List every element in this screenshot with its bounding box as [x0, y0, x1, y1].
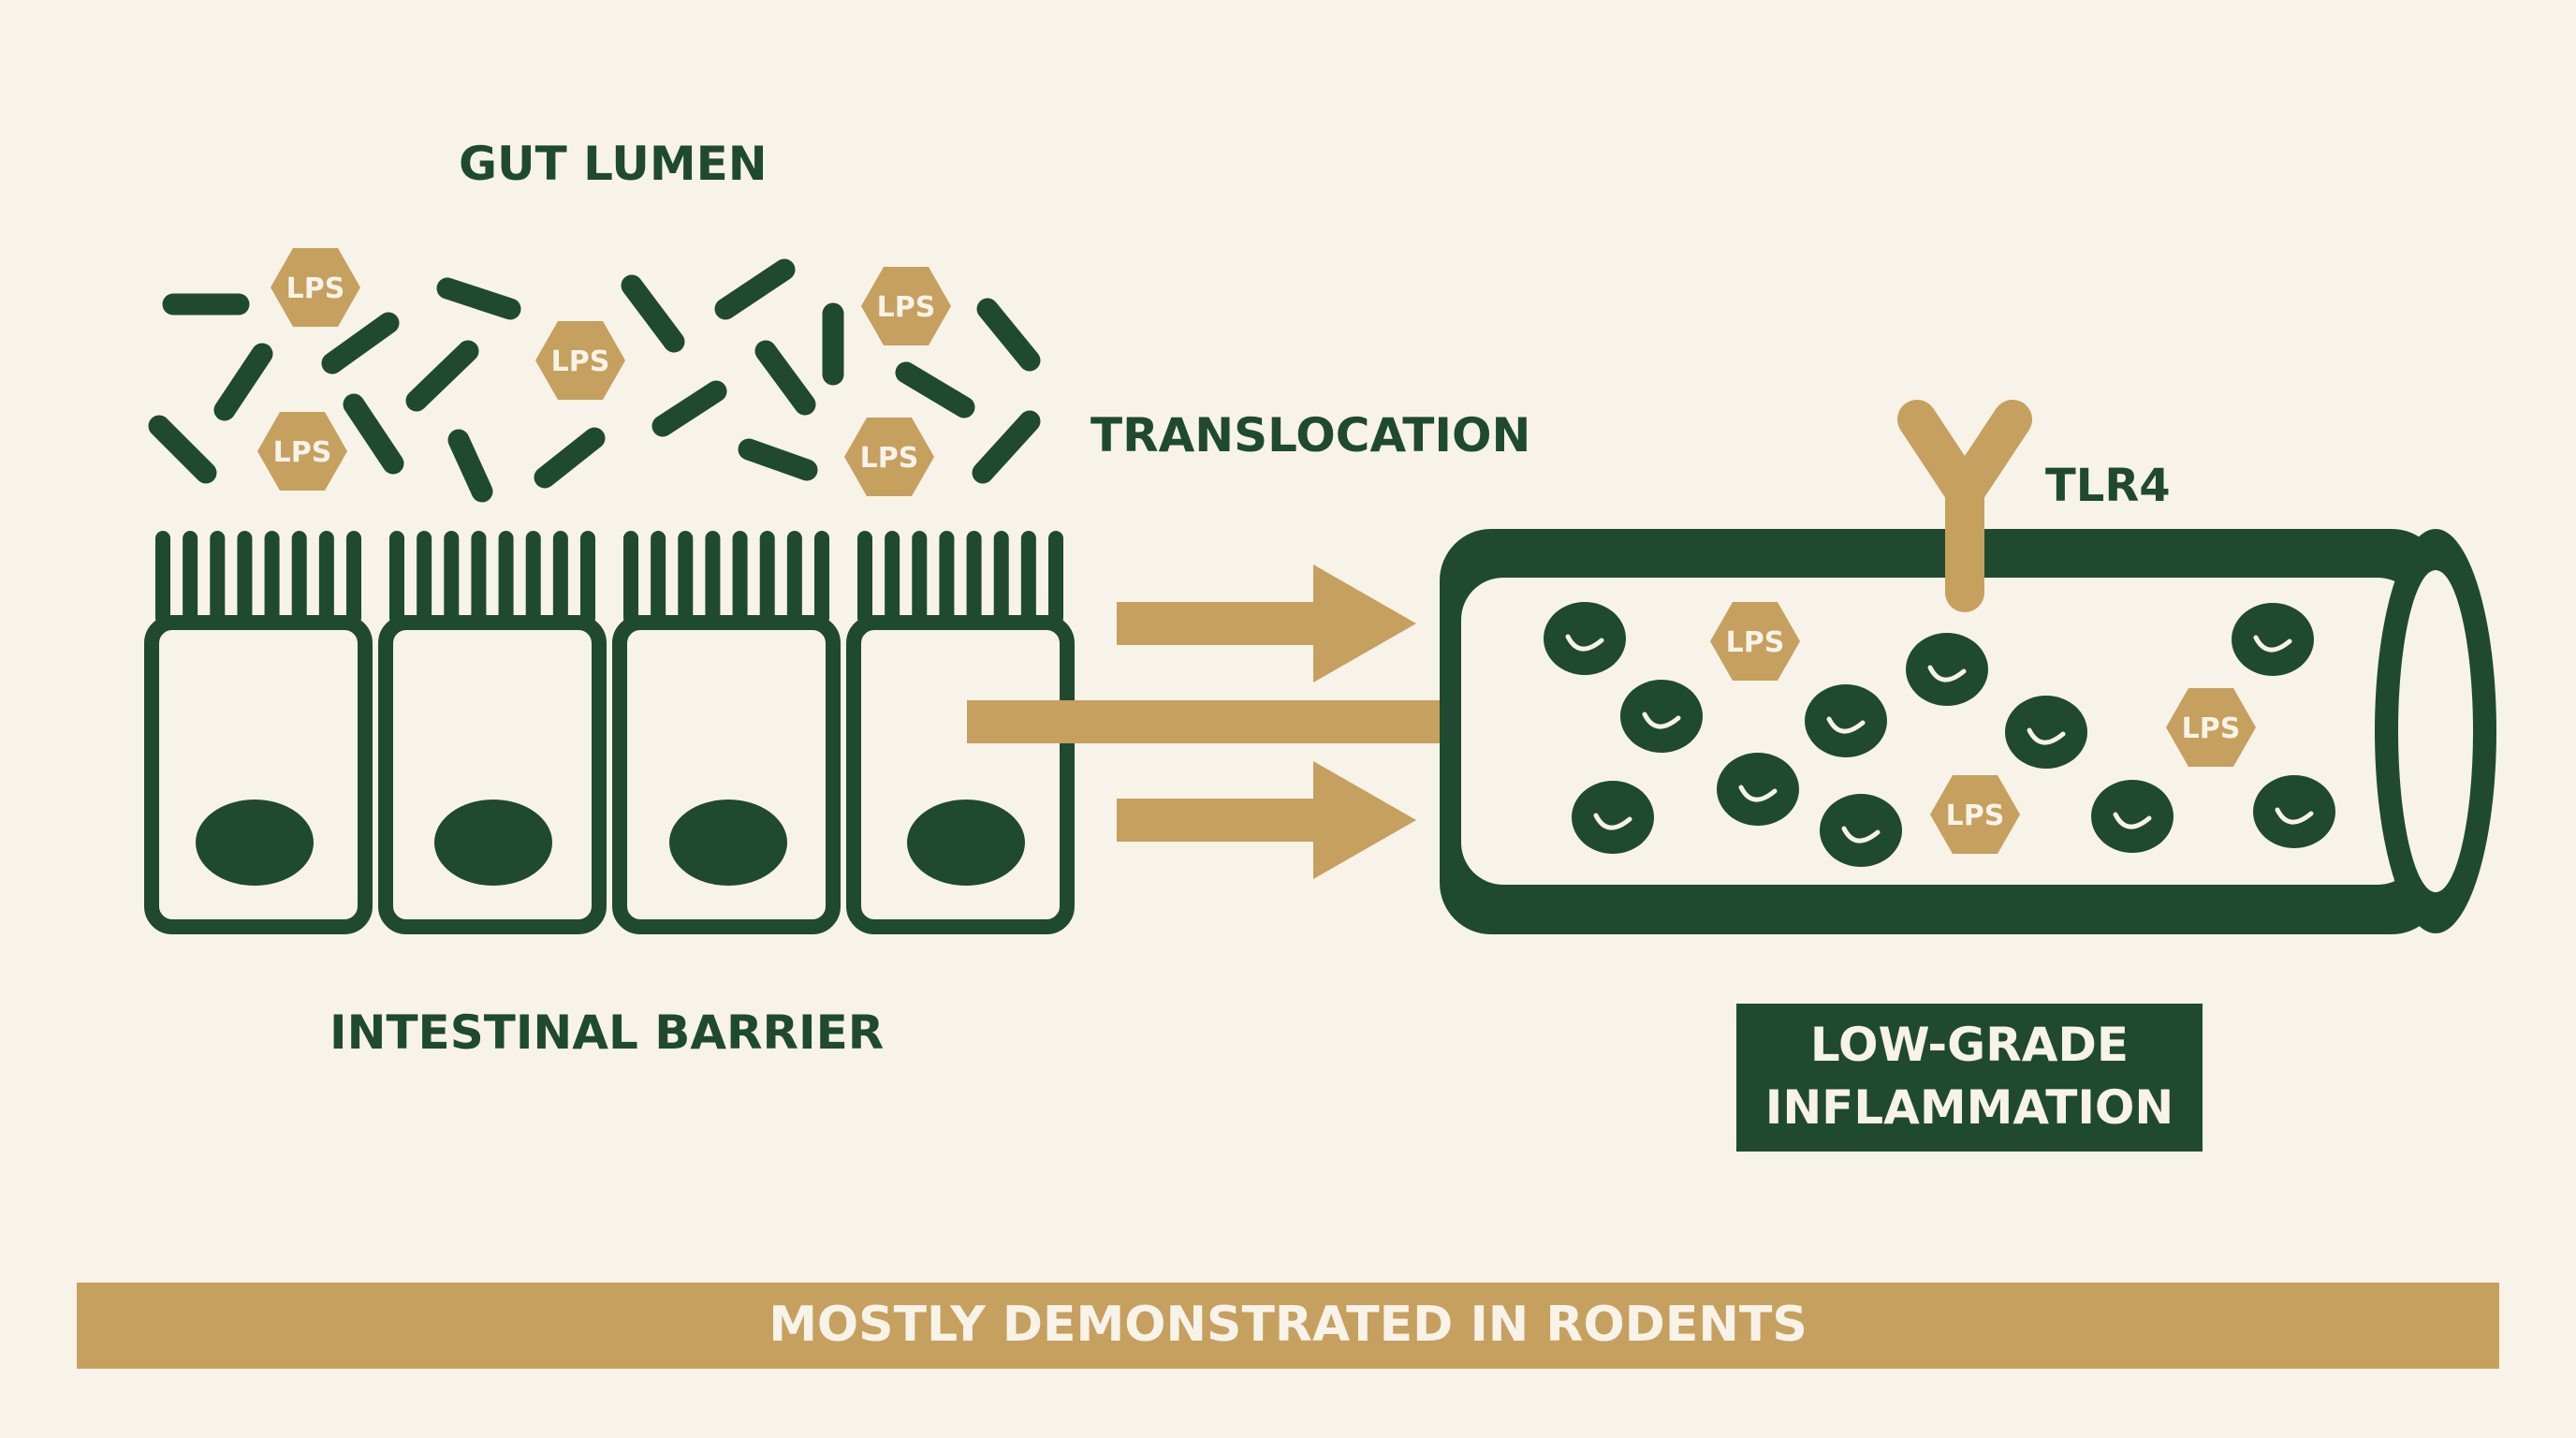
- immune-cell-icon: [2232, 603, 2314, 676]
- inflammation-label-line1: LOW-GRADE: [1810, 1018, 2129, 1072]
- lps-label: LPS: [286, 272, 345, 305]
- immune-cell-icon: [1805, 684, 1887, 757]
- lps-label: LPS: [2182, 712, 2241, 745]
- inflammation-box: LOW-GRADE INFLAMMATION: [1736, 1004, 2203, 1152]
- lps-label: LPS: [860, 442, 919, 475]
- epithelial-cell-icon: [144, 615, 373, 934]
- bacteria-icon: [972, 410, 1041, 484]
- bacteria-icon: [213, 343, 273, 421]
- bacteria-icon: [651, 380, 727, 437]
- immune-cell-icon: [1717, 753, 1799, 826]
- bacteria-icon: [321, 312, 400, 374]
- immune-cell-icon: [2091, 780, 2174, 853]
- bacteria-icon: [534, 427, 606, 489]
- lps-hexagon-icon: LPS: [1930, 775, 2020, 854]
- bacteria-icon: [436, 277, 521, 320]
- lps-hexagon-icon: LPS: [1710, 602, 1800, 681]
- epithelial-cells: [144, 615, 1075, 934]
- lps-group-vessel: LPS LPS LPS: [1710, 602, 2256, 854]
- immune-cell-icon: [2253, 775, 2335, 848]
- immune-cell-icon: [1820, 794, 1902, 867]
- lps-label: LPS: [1726, 626, 1785, 659]
- lps-label: LPS: [877, 291, 936, 324]
- bacteria-icon: [148, 415, 217, 484]
- bacteria-group: [148, 258, 1041, 503]
- immune-cell-icon: [2005, 696, 2087, 769]
- lps-label: LPS: [551, 345, 610, 378]
- microvilli: [155, 531, 1063, 625]
- immune-cell-icon: [1620, 680, 1703, 753]
- arrow-icon: [1117, 565, 1416, 682]
- translocation-label: TRANSLOCATION: [1090, 408, 1530, 462]
- intestinal-barrier: [144, 531, 1075, 934]
- gut-lumen-label: GUT LUMEN: [459, 137, 768, 191]
- epithelial-cell-icon: [846, 615, 1075, 934]
- immune-cell-icon: [1544, 602, 1626, 675]
- cell-nucleus: [434, 800, 552, 886]
- immune-cell-icon: [1906, 633, 1988, 706]
- bacteria-icon: [895, 361, 975, 418]
- lps-hexagon-icon: LPS: [535, 321, 625, 400]
- bacteria-icon: [738, 438, 818, 481]
- bacteria-icon: [754, 340, 816, 416]
- lps-label: LPS: [1946, 800, 2005, 832]
- inflammation-label-line2: INFLAMMATION: [1765, 1080, 2174, 1135]
- lps-hexagon-icon: LPS: [271, 248, 360, 327]
- cell-nucleus: [907, 800, 1025, 886]
- bacteria-icon: [343, 393, 404, 475]
- lps-group-lumen: LPS LPS LPS LPS LPS: [257, 248, 951, 496]
- footer-label: MOSTLY DEMONSTRATED IN RODENTS: [768, 1297, 1808, 1353]
- epithelial-cell-icon: [612, 615, 841, 934]
- lps-hexagon-icon: LPS: [2166, 688, 2256, 767]
- tlr4-receptor-icon: [1897, 400, 2032, 612]
- bacteria-icon: [405, 340, 479, 412]
- lps-hexagon-icon: LPS: [861, 267, 951, 345]
- bacteria-icon: [714, 258, 796, 320]
- cell-nucleus: [669, 800, 787, 886]
- blood-vessel-icon: [1440, 529, 2496, 934]
- tlr4-label: TLR4: [2045, 460, 2171, 512]
- epithelial-cell-icon: [378, 615, 607, 934]
- bacteria-icon: [976, 298, 1041, 372]
- lps-hexagon-icon: LPS: [844, 418, 934, 496]
- cell-nucleus: [196, 800, 314, 886]
- arrow-icon: [1117, 761, 1416, 879]
- immune-cell-icon: [1572, 781, 1654, 854]
- intestinal-barrier-label: INTESTINAL BARRIER: [329, 1005, 884, 1060]
- lps-hexagon-icon: LPS: [257, 412, 347, 491]
- bacteria-icon: [447, 429, 493, 503]
- lps-label: LPS: [273, 436, 332, 469]
- footer-banner: MOSTLY DEMONSTRATED IN RODENTS: [77, 1283, 2499, 1369]
- immune-cells: [1544, 602, 2335, 867]
- bacteria-icon: [621, 274, 685, 353]
